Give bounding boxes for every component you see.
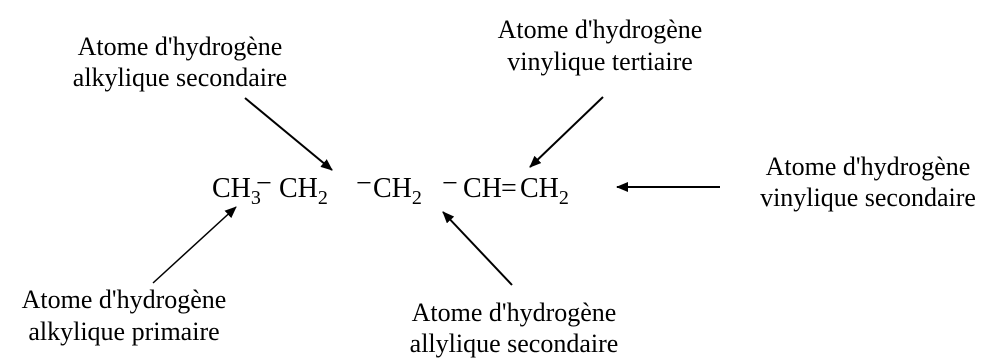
label-alkyl-primary: Atome d'hydrogène alkylique primaire [22, 285, 227, 346]
label-alkyl-secondary-line2: alkylique secondaire [73, 63, 287, 92]
group-ch3: CH3 [212, 173, 261, 209]
bond-1: − [256, 168, 272, 199]
group-ch2-a: CH2 [279, 173, 328, 209]
double-bond: = [501, 173, 517, 204]
group-ch: CH [463, 173, 502, 204]
group-ch2-b: CH2 [373, 173, 422, 209]
label-vinyl-secondary-line2: vinylique secondaire [760, 183, 976, 212]
label-vinyl-tertiary-line2: vinylique tertiaire [507, 47, 693, 76]
label-allyl-secondary-line2: allylique secondaire [410, 329, 619, 358]
label-vinyl-secondary-line1: Atome d'hydrogène [766, 152, 971, 181]
bond-3: − [442, 168, 458, 199]
arrow-alkyl-primary [152, 206, 237, 284]
label-allyl-secondary-line1: Atome d'hydrogène [412, 298, 617, 327]
arrow-allyl-secondary [442, 211, 513, 286]
arrow-vinyl-tertiary [529, 96, 604, 168]
label-vinyl-secondary: Atome d'hydrogène vinylique secondaire [760, 152, 976, 212]
label-vinyl-tertiary: Atome d'hydrogène vinylique tertiaire [498, 15, 703, 76]
label-alkyl-secondary: Atome d'hydrogène alkylique secondaire [73, 32, 287, 92]
arrow-alkyl-secondary [244, 97, 333, 171]
label-alkyl-secondary-line1: Atome d'hydrogène [78, 32, 283, 61]
group-ch2-c: CH2 [520, 173, 569, 209]
bond-2: − [356, 168, 372, 199]
label-alkyl-primary-line1: Atome d'hydrogène [22, 285, 227, 314]
molecule-formula: CH3 − CH2 − CH2 − CH = CH2 [212, 168, 569, 209]
label-vinyl-tertiary-line1: Atome d'hydrogène [498, 15, 703, 44]
label-allyl-secondary: Atome d'hydrogène allylique secondaire [410, 298, 619, 358]
label-alkyl-primary-line2: alkylique primaire [28, 317, 219, 346]
